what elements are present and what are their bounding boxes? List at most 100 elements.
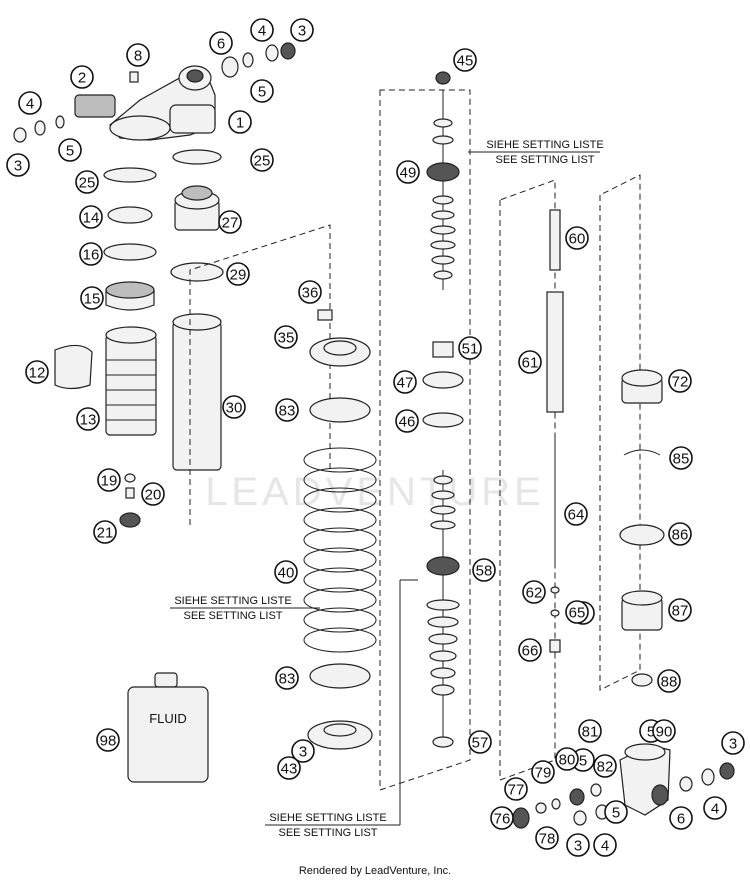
svg-text:77: 77: [508, 782, 525, 799]
callout-77: 77: [504, 777, 528, 801]
part-5c: [679, 776, 693, 792]
callout-30: 30: [222, 395, 246, 419]
callout-98: 98: [96, 728, 120, 752]
callout-81: 81: [578, 719, 602, 743]
piston-15: [105, 281, 155, 311]
part-81: [569, 788, 585, 806]
setting-note-3: SIEHE SETTING LISTE SEE SETTING LIST: [265, 579, 418, 839]
part-3b: [573, 810, 587, 826]
callout-20: 20: [141, 482, 165, 506]
bladder-13: [105, 326, 157, 436]
dashed-guide-2: [379, 89, 471, 791]
callout-86: 86: [668, 522, 692, 546]
watermark: LEADVENTURE: [205, 470, 545, 514]
svg-text:46: 46: [399, 414, 416, 431]
svg-text:3: 3: [298, 23, 306, 40]
ball-19: [124, 473, 136, 483]
svg-text:36: 36: [302, 285, 319, 302]
reservoir-30: [172, 313, 222, 471]
svg-text:58: 58: [476, 563, 493, 580]
svg-text:81: 81: [582, 724, 599, 741]
callout-51: 51: [458, 336, 482, 360]
svg-text:45: 45: [457, 53, 474, 70]
spring-40: [303, 447, 377, 653]
svg-text:5: 5: [579, 753, 587, 770]
callout-21: 21: [93, 520, 117, 544]
svg-text:62: 62: [526, 585, 543, 602]
callout-85: 85: [669, 446, 693, 470]
callout-46: 46: [395, 409, 419, 433]
svg-text:SEE SETTING LIST: SEE SETTING LIST: [495, 154, 594, 166]
callout-6: 6: [209, 31, 233, 55]
svg-text:64: 64: [568, 507, 585, 524]
shim-stack-lower: [426, 470, 460, 748]
callout-1: 1: [228, 110, 252, 134]
o-ring-25b: [172, 149, 222, 165]
svg-text:86: 86: [672, 527, 689, 544]
cap-72: [621, 369, 663, 404]
svg-text:30: 30: [226, 400, 243, 417]
callout-3: 3: [290, 18, 314, 42]
svg-text:4: 4: [711, 801, 719, 818]
washer-83: [309, 397, 371, 423]
screw-36: [317, 309, 333, 321]
callout-3: 3: [721, 731, 745, 755]
ring-46: [422, 412, 464, 428]
shim-stack-upper: [426, 71, 460, 290]
svg-text:87: 87: [672, 603, 689, 620]
svg-text:3: 3: [299, 744, 307, 761]
callout-40: 40: [274, 560, 298, 584]
callout-13: 13: [76, 407, 100, 431]
svg-text:88: 88: [661, 674, 678, 691]
callout-83: 83: [275, 398, 299, 422]
callout-4: 4: [250, 18, 274, 42]
rod-60: [549, 209, 561, 271]
callout-78: 78: [535, 826, 559, 850]
svg-text:60: 60: [569, 231, 586, 248]
setting-note-2: SIEHE SETTING LISTE SEE SETTING LIST: [170, 595, 320, 622]
callout-35: 35: [274, 325, 298, 349]
o-ring-25: [103, 167, 157, 183]
svg-text:3: 3: [729, 736, 737, 753]
svg-text:49: 49: [400, 165, 417, 182]
callout-57: 57: [468, 730, 492, 754]
valve-20: [125, 487, 135, 499]
nut-88: [631, 673, 653, 687]
svg-text:83: 83: [279, 403, 296, 420]
callout-27: 27: [218, 210, 242, 234]
callout-83: 83: [275, 666, 299, 690]
part-4c: [701, 768, 715, 786]
callout-80: 80: [555, 747, 579, 771]
ring-14: [107, 206, 153, 224]
setting-note-1: SIEHE SETTING LISTE SEE SETTING LIST: [468, 139, 604, 166]
svg-text:90: 90: [656, 724, 673, 741]
callout-6: 6: [669, 806, 693, 830]
svg-text:79: 79: [535, 765, 552, 782]
callout-58: 58: [472, 558, 496, 582]
svg-text:25: 25: [79, 175, 96, 192]
part-66: [549, 639, 561, 653]
svg-text:4: 4: [601, 838, 609, 855]
fluid-label: FLUID: [149, 711, 187, 726]
fluid-bottle-98: FLUID: [127, 672, 209, 783]
part-65: [550, 609, 560, 617]
svg-text:57: 57: [472, 735, 489, 752]
callout-47: 47: [393, 370, 417, 394]
callout-3: 3: [291, 739, 315, 763]
callout-5: 5: [58, 138, 82, 162]
svg-text:82: 82: [597, 759, 614, 776]
cap-27: [174, 185, 220, 231]
credit-text: Rendered by LeadVenture, Inc.: [299, 865, 451, 877]
svg-text:35: 35: [278, 330, 295, 347]
callout-43: 43: [277, 756, 301, 780]
washer-83b: [309, 663, 371, 689]
svg-text:85: 85: [673, 451, 690, 468]
svg-text:SIEHE SETTING LISTE: SIEHE SETTING LISTE: [486, 139, 603, 151]
cap-21: [119, 512, 141, 528]
callout-62: 62: [522, 580, 546, 604]
callout-76: 76: [490, 806, 514, 830]
svg-text:80: 80: [559, 752, 576, 769]
svg-text:25: 25: [254, 153, 271, 170]
callout-5: 5: [604, 800, 628, 824]
svg-text:SEE SETTING LIST: SEE SETTING LIST: [183, 610, 282, 622]
